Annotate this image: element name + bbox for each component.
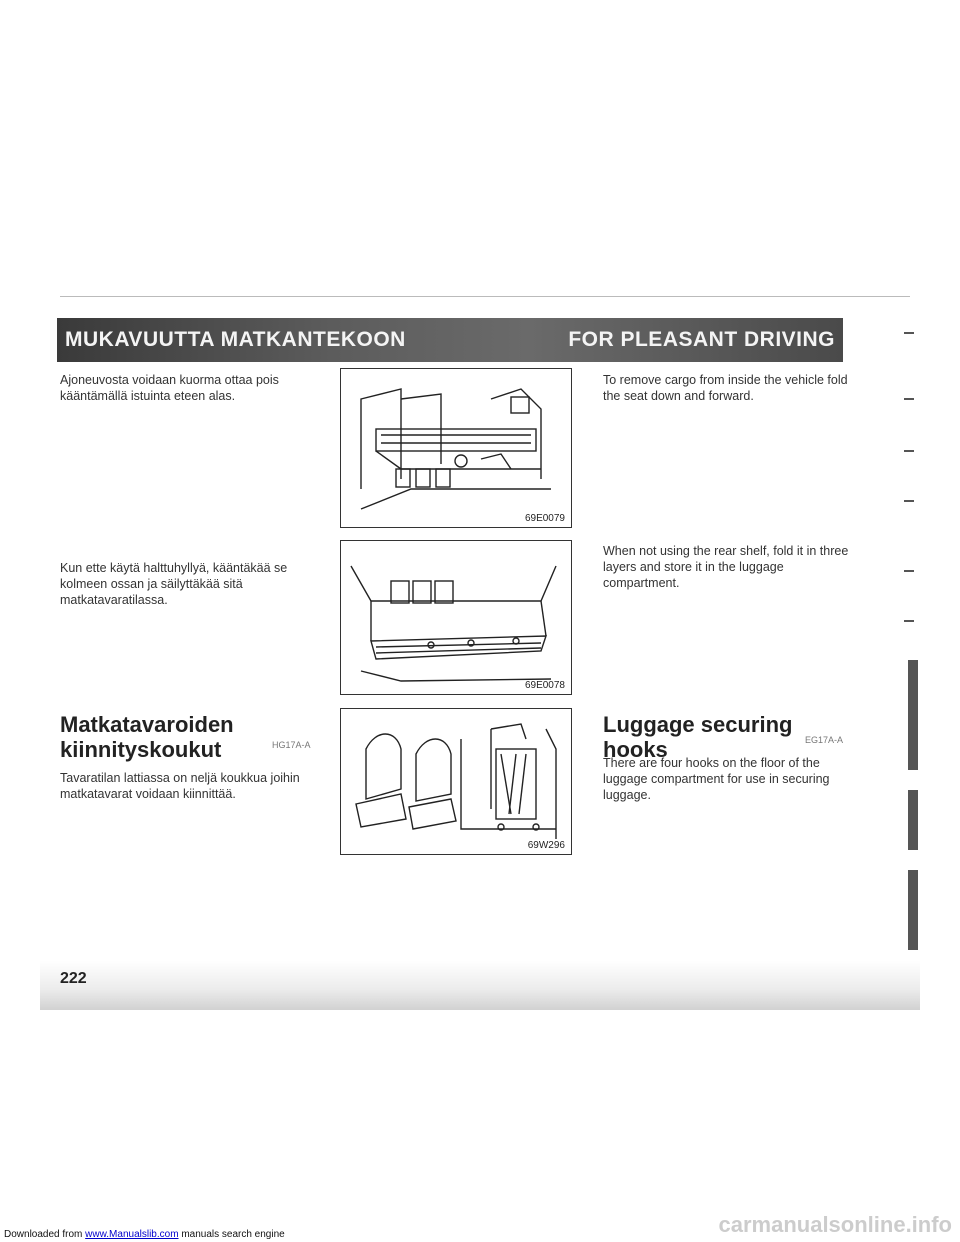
section-header-bar: MUKAVUUTTA MATKANTEKOON FOR PLEASANT DRI… bbox=[57, 318, 843, 362]
edge-tick bbox=[904, 570, 914, 572]
finnish-paragraph-cargo: Ajoneuvosta voidaan kuorma ottaa pois kä… bbox=[60, 373, 279, 403]
manualslib-link[interactable]: www.Manualslib.com bbox=[85, 1229, 179, 1240]
download-footer: Downloaded from www.Manualslib.com manua… bbox=[4, 1229, 285, 1240]
edge-tick bbox=[904, 500, 914, 502]
shelf-stored-illustration bbox=[350, 565, 557, 682]
figure-seat-folded: 69E0079 bbox=[340, 368, 572, 528]
header-title-finnish: MUKAVUUTTA MATKANTEKOON bbox=[65, 328, 406, 351]
english-paragraph-hooks: There are four hooks on the floor of the… bbox=[603, 756, 830, 802]
edge-tab bbox=[908, 790, 918, 850]
luggage-hooks-illustration bbox=[355, 723, 557, 839]
english-paragraph-cargo: To remove cargo from inside the vehicle … bbox=[603, 373, 848, 403]
edge-tick bbox=[904, 620, 914, 622]
english-heading-hooks: Luggage securing hooks bbox=[603, 712, 793, 762]
edge-tab bbox=[908, 660, 918, 770]
footer-suffix: manuals search engine bbox=[181, 1229, 285, 1240]
footer-prefix: Downloaded from bbox=[4, 1229, 83, 1240]
edge-tick bbox=[904, 332, 914, 334]
english-paragraph-shelf: When not using the rear shelf, fold it i… bbox=[603, 544, 849, 590]
page-edge-tabs bbox=[890, 320, 930, 1020]
page-number: 222 bbox=[60, 970, 87, 987]
figure-shelf-stored: 69E0078 bbox=[340, 540, 572, 695]
page-bottom-shadow bbox=[40, 960, 920, 1010]
top-rule bbox=[60, 296, 910, 297]
header-title-english: FOR PLEASANT DRIVING bbox=[568, 328, 835, 351]
finnish-paragraph-hooks: Tavaratilan lattiassa on neljä koukkua j… bbox=[60, 771, 300, 801]
figure-code-2: 69E0078 bbox=[524, 680, 565, 691]
english-heading-code: EG17A-A bbox=[805, 735, 844, 745]
edge-tick bbox=[904, 450, 914, 452]
figure-code-1: 69E0079 bbox=[524, 513, 565, 524]
figure-code-3: 69W296 bbox=[527, 840, 565, 851]
watermark-text: carmanualsonline.info bbox=[718, 1212, 953, 1237]
edge-tab bbox=[908, 870, 918, 950]
finnish-heading-hooks: Matkatavaroiden kiinnityskoukut bbox=[60, 712, 234, 762]
seat-fold-illustration bbox=[360, 388, 551, 510]
figure-luggage-hooks: 69W296 bbox=[340, 708, 572, 855]
finnish-heading-code: HG17A-A bbox=[272, 740, 311, 750]
finnish-paragraph-shelf: Kun ette käytä halttuhyllyä, kääntäkää s… bbox=[60, 561, 288, 607]
edge-tick bbox=[904, 398, 914, 400]
